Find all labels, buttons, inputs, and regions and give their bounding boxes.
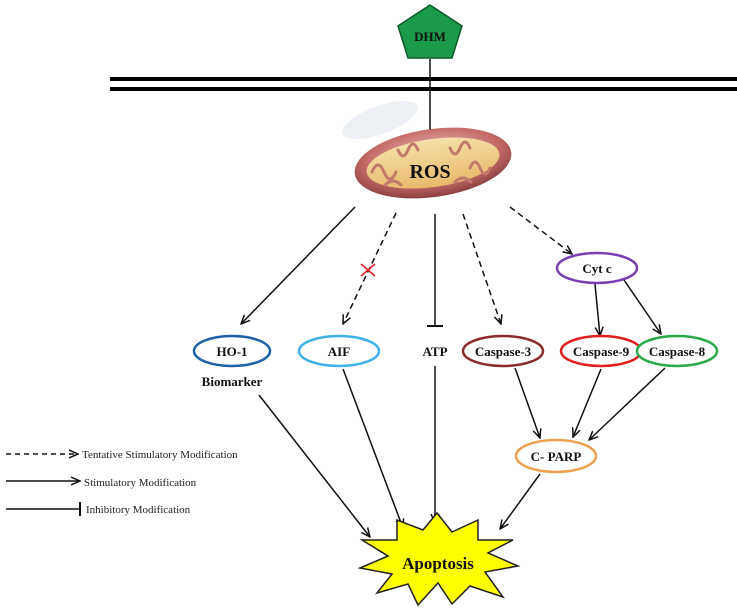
edge-ros-cytc (509, 206, 572, 254)
edge-cytc-casp8 (623, 279, 661, 334)
ho1-sublabel: Biomarker (202, 374, 263, 389)
casp9-label: Caspase-9 (573, 344, 630, 359)
casp3-label: Caspase-3 (475, 344, 532, 359)
ros-label: ROS (409, 161, 450, 183)
edge-ros-casp3 (462, 213, 501, 324)
apoptosis-node: Apoptosis (357, 511, 521, 607)
legend-stimulatory-label: Stimulatory Modification (84, 477, 197, 489)
dhm-node: DHM (397, 4, 463, 59)
cell-membrane (110, 77, 737, 91)
dhm-ros-inhibition (421, 59, 439, 133)
edge-cparp-apoptosis (500, 473, 541, 529)
legend: Tentative Stimulatory Modification Stimu… (6, 449, 238, 516)
edge-ros-ho1 (241, 206, 356, 324)
ho1-node: HO-1 Biomarker (192, 334, 272, 389)
legend-inhibitory-label: Inhibitory Modification (86, 504, 191, 516)
aif-label: AIF (328, 344, 350, 359)
legend-tentative-label: Tentative Stimulatory Modification (82, 449, 238, 461)
aif-node: AIF (297, 334, 381, 368)
edge-casp9-cparp (573, 368, 602, 437)
cparp-node: C- PARP (514, 438, 598, 474)
edge-aif-apoptosis (342, 368, 403, 528)
casp9-node: Caspase-9 (559, 334, 643, 368)
casp8-node: Caspase-8 (635, 334, 719, 368)
casp3-node: Caspase-3 (461, 334, 545, 368)
dhm-label: DHM (414, 29, 446, 44)
legend-inhibit-line (6, 502, 81, 516)
apoptosis-label: Apoptosis (402, 554, 474, 573)
edge-ho1-apoptosis (258, 394, 370, 537)
cparp-label: C- PARP (531, 449, 582, 464)
atp-label: ATP (422, 344, 447, 359)
cytc-label: Cyt c (582, 261, 611, 276)
edge-ros-atp (427, 214, 443, 327)
mitochondrion-image: ROS (342, 101, 512, 199)
casp8-label: Caspase-8 (649, 344, 706, 359)
ho1-label: HO-1 (216, 344, 247, 359)
edge-casp8-cparp (589, 367, 666, 440)
edge-cytc-casp9 (594, 283, 600, 336)
edge-casp3-cparp (514, 367, 540, 438)
cytc-node: Cyt c (555, 251, 639, 285)
block-mark-icon (360, 263, 376, 277)
